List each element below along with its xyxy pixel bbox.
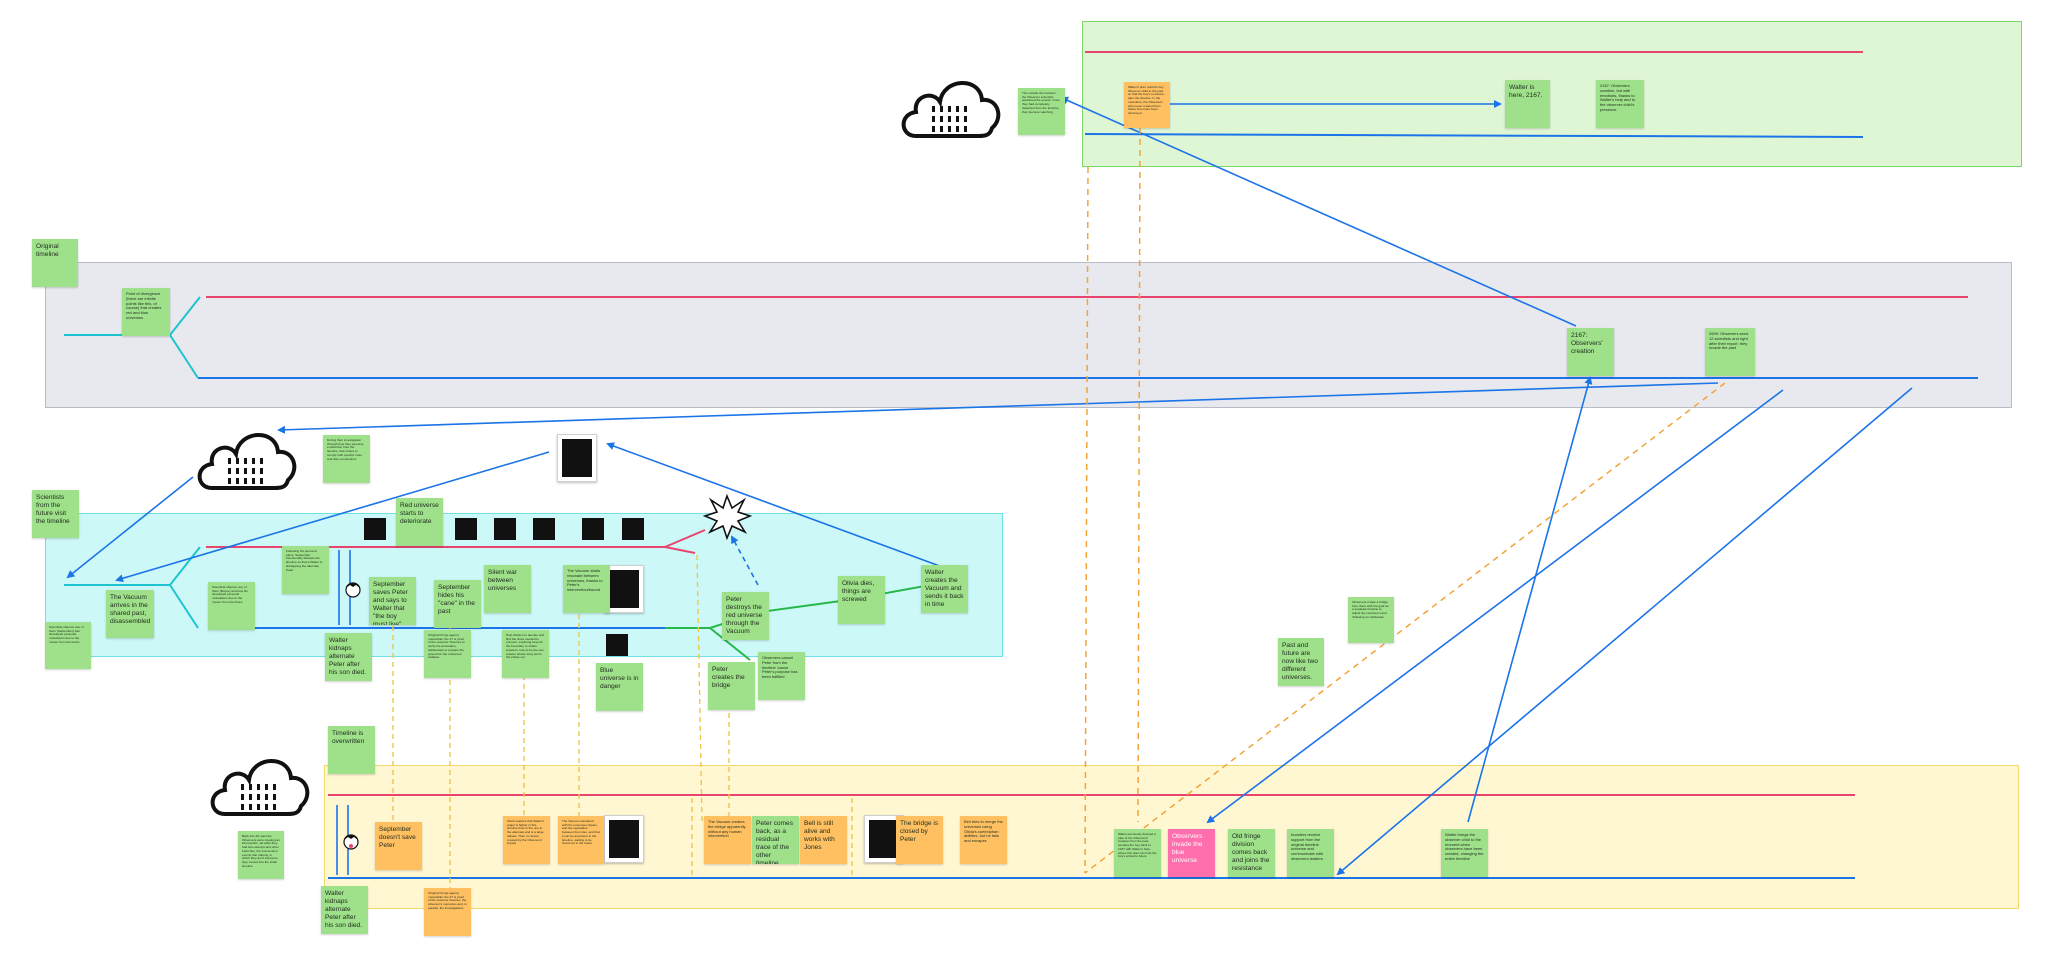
arrow-2167-to-future [1060,96,1577,327]
deterioration-icon-3 [494,518,516,540]
note-back-seen-timeline[interactable]: Back into the past the Observers were cr… [238,831,284,879]
note-peter-destroys[interactable]: Peter destroys the red universe through … [722,592,769,640]
note-original-timeline[interactable]: Original timeline [32,239,78,287]
vacuum-device-image-3 [604,815,644,863]
note-vacuum-bridge-2[interactable]: The Vacuum creates the bridge apparently… [704,816,751,864]
note-past-future-different[interactable]: Past and future are now like two differe… [1278,638,1324,686]
note-olivia-realizes[interactable]: Olivia realizes that Walter's anger is h… [503,816,550,864]
arrow-walter-to-poster [606,442,946,569]
note-old-fringe-division[interactable]: Old fringe division comes back and joins… [1228,829,1275,877]
deterioration-icon-2 [455,518,477,540]
note-olivia-dies[interactable]: Olivia dies, things are screwed [838,576,885,624]
yellow-dashed-5 [696,554,703,823]
note-peter-creates-bridge[interactable]: Peter creates the bridge [708,662,755,710]
arrow-poster-to-vacuum [115,451,550,583]
note-vacuum-arrives[interactable]: The Vacuum arrives in the shared past, d… [106,590,154,638]
note-observers-create-bridge[interactable]: Observers create a bridge from there wit… [1348,597,1394,643]
deterioration-icon-6 [622,518,644,540]
deterioration-icon-1 [364,518,386,540]
deterioration-icon-4 [533,518,555,540]
note-invaders-receive[interactable]: Invaders receive support from the origin… [1287,829,1334,877]
note-original-fringe-2[interactable]: Original Fringe agency meanwhile: the 47… [424,888,471,936]
note-peter-comes-back[interactable]: Peter comes back, as a residual trace of… [752,816,799,864]
note-walter-kidnaps-alt-2[interactable]: Walter kidnaps alternate Peter after his… [321,886,368,934]
orange-dashed-vertical-2 [1137,127,1141,823]
note-vacuum-wasted[interactable]: The Vacuum wandered with the universes r… [558,816,604,864]
note-silent-war[interactable]: Silent war between universes [484,565,531,613]
note-scientists-future-visit[interactable]: Scientists from the future visit the tim… [32,490,79,538]
note-bell-tries-merge[interactable]: Bell tries to merge the universes using … [960,816,1007,864]
vacuum-red-diverge [664,529,706,554]
note-help-division[interactable]: Help division to decode and find the clu… [502,630,549,678]
arrow-cloud-to-vacuum [66,476,194,579]
note-red-universe-deteriorate[interactable]: Red universe starts to deteriorate [396,498,443,546]
note-september-hides[interactable]: September hides his "cane" in the past [434,580,481,628]
note-blue-universe-danger[interactable]: Blue universe is in danger [596,663,643,711]
note-walter-previous[interactable]: Walter previously devised a plan of the … [1114,829,1161,877]
deterioration-icon-5 [582,518,604,540]
cloud-future-icon [901,81,1001,138]
vacuum-green-branch [665,585,926,661]
note-september-saves[interactable]: September saves Peter and says to Walter… [369,577,416,625]
note-during-investigation[interactable]: During their investigation through time … [323,435,370,483]
explosion-icon [702,493,753,541]
cloud-past-icon [197,433,297,490]
vacuum-cyan-branch [64,546,201,629]
vacuum-device-image-2 [604,565,644,613]
note-bridge-closed[interactable]: The bridge is closed by Peter [896,816,943,864]
note-scientists-observe-one[interactable]: Scientists observe one of them (Septembe… [45,622,91,669]
note-scientists-observe-two[interactable]: Scientists observe one of them (Boyce) a… [208,582,255,630]
vacuum-device-image [557,434,597,482]
note-original-fringe-division[interactable]: Original Fringe agency meanwhile: the 47… [424,630,471,678]
note-observers-invade-blue[interactable]: Observers invade the blue universe [1168,829,1215,877]
child-face-icon-2 [343,834,359,850]
arrow-invasion-to-blue [1206,389,1784,824]
note-observers-cancel-peter[interactable]: Observers cancel Peter from the timeline… [758,652,805,700]
orange-dashed-vertical-1 [1084,166,1089,874]
orange-dashed-diagonal [1084,382,1726,874]
note-walter-brings-observer[interactable]: Walter brings the observer child to the … [1441,829,1488,877]
child-face-icon [345,582,361,598]
note-walter-here-2167[interactable]: Walter is here, 2167. [1505,80,1550,128]
arrow-dashed-blue [731,535,759,586]
note-timeline-overwritten[interactable]: Timeline is overwritten [328,726,375,774]
note-september-doesnt-save[interactable]: September doesn't save Peter [375,822,422,870]
cloud-overwritten-icon [210,759,310,816]
note-following-his-personal[interactable]: Following his personal plans, September … [282,546,329,594]
original-cyan-branch [64,296,201,379]
note-vacuum-resonates[interactable]: The Vacuum starts resonate between unive… [563,565,610,613]
note-child-observer-future[interactable]: The outside the Invasion, the Observer s… [1018,88,1065,135]
arrow-invasion-to-blue-2 [1336,387,1913,876]
future-region [1082,21,2022,167]
note-bell-alive[interactable]: Bell is still alive and works with Jones [800,816,847,864]
arrow-2609-to-cloud [277,382,1719,434]
note-walter-creates-vacuum[interactable]: Walter creates the Vacuum and sends it b… [921,565,968,613]
deterioration-icon-7 [606,634,628,656]
note-observers-2609[interactable]: 2609: Observers send 12 scientists and r… [1705,328,1755,376]
note-observers-2167-creation[interactable]: 2167: Observers creation, but with emoti… [1596,80,1644,128]
note-walter-kidnaps-alt[interactable]: Walter kidnaps alternate Peter after his… [325,633,372,681]
note-walter-plan-future[interactable]: Walter's plan: add the boy Observer chil… [1124,82,1170,128]
note-2167-creation[interactable]: 2167: Observers' creation [1567,328,1614,376]
arrow-walter-brings [1467,376,1593,823]
future-blue-timeline [1084,133,1864,138]
note-divergence[interactable]: Point of divergence (there are infinite … [122,288,170,336]
